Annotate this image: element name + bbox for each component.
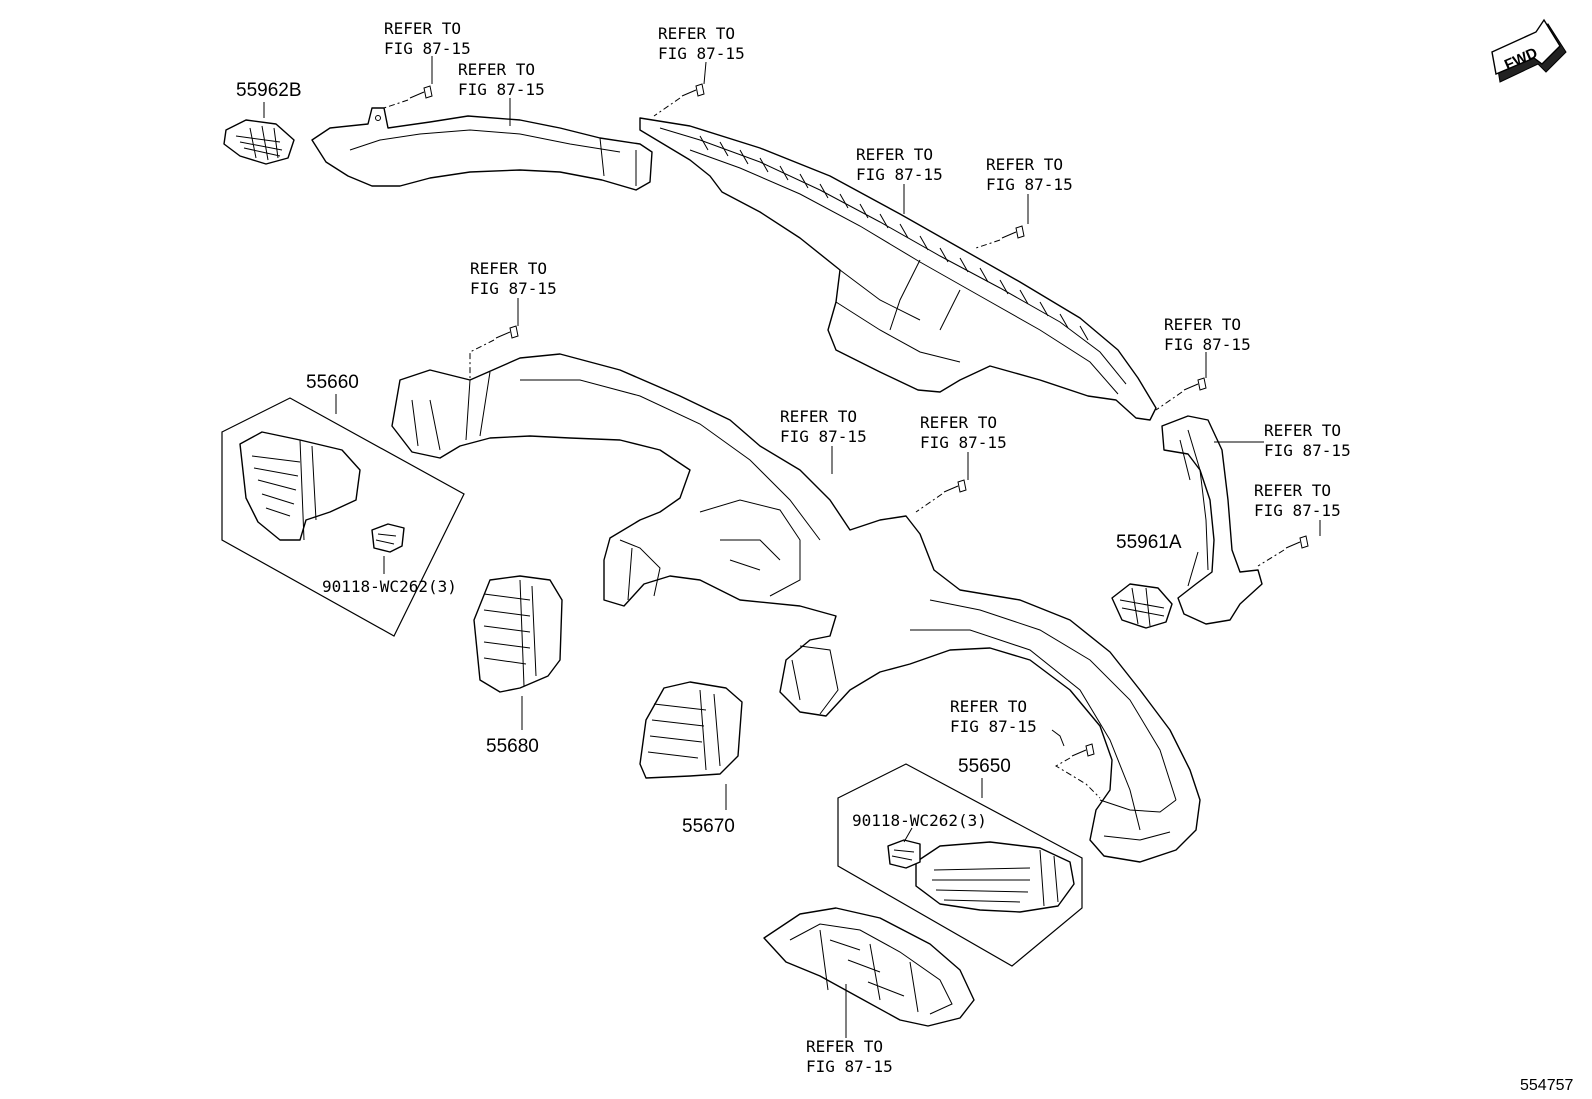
svg-text:REFER TO: REFER TO	[950, 697, 1027, 716]
leader-lines	[263, 56, 1321, 1038]
screw-icon	[681, 83, 705, 97]
svg-text:FIG 87-15: FIG 87-15	[384, 39, 471, 58]
screw-icon	[1001, 225, 1025, 239]
refer-label: REFER TO FIG 87-15	[658, 24, 745, 63]
refer-label: REFER TO FIG 87-15	[1254, 481, 1341, 520]
refer-label: REFER TO FIG 87-15	[470, 259, 557, 298]
part-number-55680: 55680	[486, 736, 539, 757]
svg-text:REFER TO: REFER TO	[856, 145, 933, 164]
register-55680	[473, 575, 563, 693]
refer-label: REFER TO FIG 87-15	[950, 697, 1037, 736]
refer-label: REFER TO FIG 87-15	[920, 413, 1007, 452]
clip-part-number-right: 90118-WC262(3)	[852, 811, 987, 830]
screw-icon	[943, 479, 967, 493]
svg-text:REFER TO: REFER TO	[1164, 315, 1241, 334]
svg-text:FIG 87-15: FIG 87-15	[920, 433, 1007, 452]
refer-label: REFER TO FIG 87-15	[1164, 315, 1251, 354]
refer-label: REFER TO FIG 87-15	[806, 1037, 893, 1076]
part-number-55650: 55650	[958, 756, 1011, 777]
svg-text:FIG 87-15: FIG 87-15	[1254, 501, 1341, 520]
svg-text:REFER TO: REFER TO	[986, 155, 1063, 174]
lower-panel	[763, 907, 975, 1027]
svg-text:FIG 87-15: FIG 87-15	[856, 165, 943, 184]
part-number-55961A: 55961A	[1116, 532, 1182, 553]
screw-icon	[1071, 743, 1095, 757]
side-vent-55961A	[1111, 583, 1173, 629]
svg-text:REFER TO: REFER TO	[470, 259, 547, 278]
refer-label: REFER TO FIG 87-15	[384, 19, 471, 58]
left-side-defroster-duct	[311, 107, 653, 191]
svg-text:REFER TO: REFER TO	[806, 1037, 883, 1056]
svg-text:REFER TO: REFER TO	[780, 407, 857, 426]
part-number-55962B: 55962B	[236, 80, 302, 101]
svg-text:FIG 87-15: FIG 87-15	[458, 80, 545, 99]
refer-label: REFER TO FIG 87-15	[856, 145, 943, 184]
svg-text:REFER TO: REFER TO	[658, 24, 735, 43]
right-side-duct	[1161, 415, 1263, 625]
screw-icon	[409, 85, 433, 99]
refer-label: REFER TO FIG 87-15	[1264, 421, 1351, 460]
svg-text:FIG 87-15: FIG 87-15	[658, 44, 745, 63]
clip-part-number-left: 90118-WC262(3)	[322, 577, 457, 596]
svg-text:FIG 87-15: FIG 87-15	[470, 279, 557, 298]
svg-text:FIG 87-15: FIG 87-15	[1164, 335, 1251, 354]
screw-icon	[1285, 535, 1309, 549]
defroster-nozzle	[639, 117, 1157, 421]
center-register-duct	[391, 353, 1201, 863]
screw-icon	[495, 325, 519, 339]
register-55670	[639, 681, 743, 779]
svg-text:REFER TO: REFER TO	[1254, 481, 1331, 500]
svg-text:FIG 87-15: FIG 87-15	[950, 717, 1037, 736]
screw-icon	[1183, 377, 1207, 391]
svg-text:REFER TO: REFER TO	[920, 413, 997, 432]
diagram-id: 554757	[1520, 1077, 1573, 1094]
refer-label: REFER TO FIG 87-15	[780, 407, 867, 446]
svg-text:FIG 87-15: FIG 87-15	[1264, 441, 1351, 460]
svg-text:FIG 87-15: FIG 87-15	[780, 427, 867, 446]
part-number-55660: 55660	[306, 372, 359, 393]
register-assembly-box-55660	[221, 397, 465, 637]
refer-label: REFER TO FIG 87-15	[458, 60, 545, 99]
svg-text:REFER TO: REFER TO	[1264, 421, 1341, 440]
svg-text:FIG 87-15: FIG 87-15	[806, 1057, 893, 1076]
fwd-arrow-icon: FWD	[1491, 18, 1567, 83]
register-assembly-box-55650	[837, 763, 1083, 967]
part-number-55670: 55670	[682, 816, 735, 837]
side-vent-55962B	[223, 119, 295, 165]
refer-label: REFER TO FIG 87-15	[986, 155, 1073, 194]
install-lines	[383, 97, 1285, 799]
svg-text:FIG 87-15: FIG 87-15	[986, 175, 1073, 194]
svg-text:REFER TO: REFER TO	[384, 19, 461, 38]
svg-text:REFER TO: REFER TO	[458, 60, 535, 79]
